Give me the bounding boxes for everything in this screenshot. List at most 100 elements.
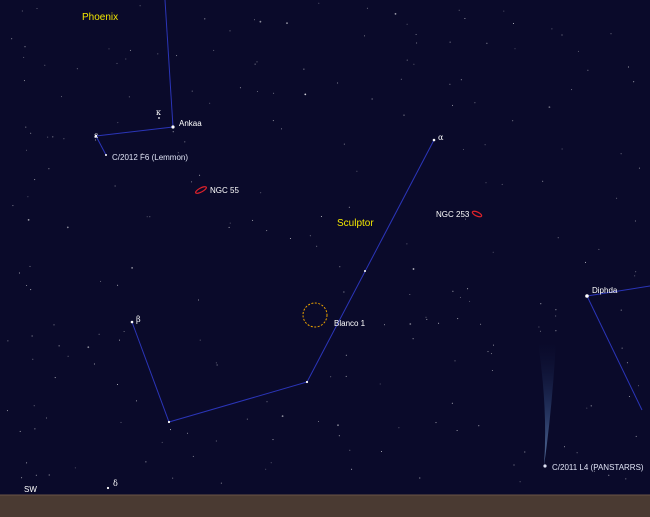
background-star: [44, 64, 46, 66]
background-star: [320, 216, 322, 217]
background-star: [246, 418, 248, 420]
phoenix-line-epsilon: [95, 126, 174, 137]
background-star: [131, 267, 134, 269]
star-ankaa[interactable]: [171, 125, 175, 129]
background-star: [635, 271, 637, 273]
background-star: [265, 468, 267, 470]
background-star: [52, 136, 54, 138]
star-sculptor-vertex-2[interactable]: [167, 420, 171, 424]
background-star: [456, 430, 458, 431]
background-star: [337, 424, 339, 427]
background-star: [593, 470, 595, 472]
star-beta[interactable]: [130, 320, 134, 324]
background-star: [145, 461, 147, 463]
background-star: [29, 265, 31, 267]
background-star: [67, 355, 69, 357]
background-star: [616, 197, 618, 199]
ground: [0, 495, 650, 517]
background-star: [172, 477, 174, 479]
sculptor-outline: [131, 139, 435, 423]
star-delta[interactable]: [106, 486, 110, 490]
background-star: [26, 149, 27, 151]
background-star: [66, 226, 69, 229]
star-label-diphda: Diphda: [592, 286, 618, 295]
background-star: [199, 339, 201, 341]
background-star: [514, 48, 516, 50]
background-star: [136, 400, 137, 402]
background-star: [485, 182, 487, 184]
background-star: [634, 220, 636, 222]
cluster-blanco1-symbol[interactable]: [302, 302, 328, 328]
background-star: [633, 81, 635, 83]
star-epsilon[interactable]: [94, 134, 98, 138]
background-star: [555, 315, 557, 317]
background-star: [337, 82, 339, 84]
background-star: [371, 98, 373, 100]
background-star: [338, 435, 340, 437]
galaxy-ngc253-symbol[interactable]: [471, 210, 483, 218]
background-star: [117, 384, 118, 385]
background-star: [412, 338, 414, 340]
background-stars: [6, 2, 640, 484]
background-star: [26, 285, 28, 286]
background-star: [364, 35, 365, 37]
comet-panstarrs[interactable]: [538, 342, 556, 468]
star-diphda[interactable]: [585, 294, 589, 298]
background-star: [146, 216, 148, 218]
background-star: [53, 324, 55, 326]
background-star: [161, 441, 163, 443]
background-star: [309, 235, 311, 237]
background-star: [406, 59, 408, 61]
star-sculptor-vertex-1[interactable]: [305, 380, 309, 384]
background-star: [403, 114, 405, 116]
background-star: [379, 383, 381, 385]
background-star: [638, 167, 640, 169]
background-star: [270, 462, 272, 464]
galaxy-ngc55-symbol[interactable]: [195, 185, 207, 194]
background-star: [493, 344, 494, 346]
background-star: [490, 353, 492, 355]
background-star: [398, 427, 400, 429]
background-star: [400, 78, 402, 80]
background-star: [318, 2, 320, 4]
background-star: [184, 141, 186, 143]
background-star: [513, 464, 515, 466]
background-star: [149, 216, 151, 218]
background-star: [406, 243, 408, 245]
background-star: [266, 401, 268, 403]
galaxies: [195, 185, 483, 218]
background-star: [438, 322, 440, 324]
background-star: [286, 22, 288, 24]
background-star: [119, 339, 120, 341]
background-star: [585, 261, 586, 263]
background-star: [608, 474, 610, 476]
background-star: [316, 245, 318, 247]
background-star: [462, 149, 464, 150]
background-star: [30, 132, 32, 134]
star-label-beta: β: [136, 315, 141, 324]
background-star: [626, 362, 628, 364]
background-star: [339, 266, 341, 268]
star-label-delta: δ: [113, 479, 118, 488]
background-star: [191, 181, 193, 183]
background-star: [259, 20, 262, 23]
background-star: [30, 289, 32, 291]
background-star: [27, 196, 29, 198]
star-alpha[interactable]: [432, 138, 436, 142]
background-star: [409, 294, 411, 295]
background-star: [256, 91, 258, 92]
background-star: [452, 104, 453, 106]
star-kappa[interactable]: [158, 117, 160, 119]
background-star: [100, 280, 102, 282]
background-star: [61, 96, 62, 98]
background-star: [501, 183, 503, 185]
star-sculptor-mid[interactable]: [364, 270, 366, 272]
star-lemmon-comet[interactable]: [105, 154, 107, 156]
label-comet-panstarrs: C/2011 L4 (PANSTARRS): [552, 463, 644, 472]
background-star: [172, 131, 174, 133]
background-star: [555, 330, 557, 332]
background-star: [123, 331, 125, 332]
background-star: [590, 405, 592, 407]
background-star: [620, 153, 622, 155]
